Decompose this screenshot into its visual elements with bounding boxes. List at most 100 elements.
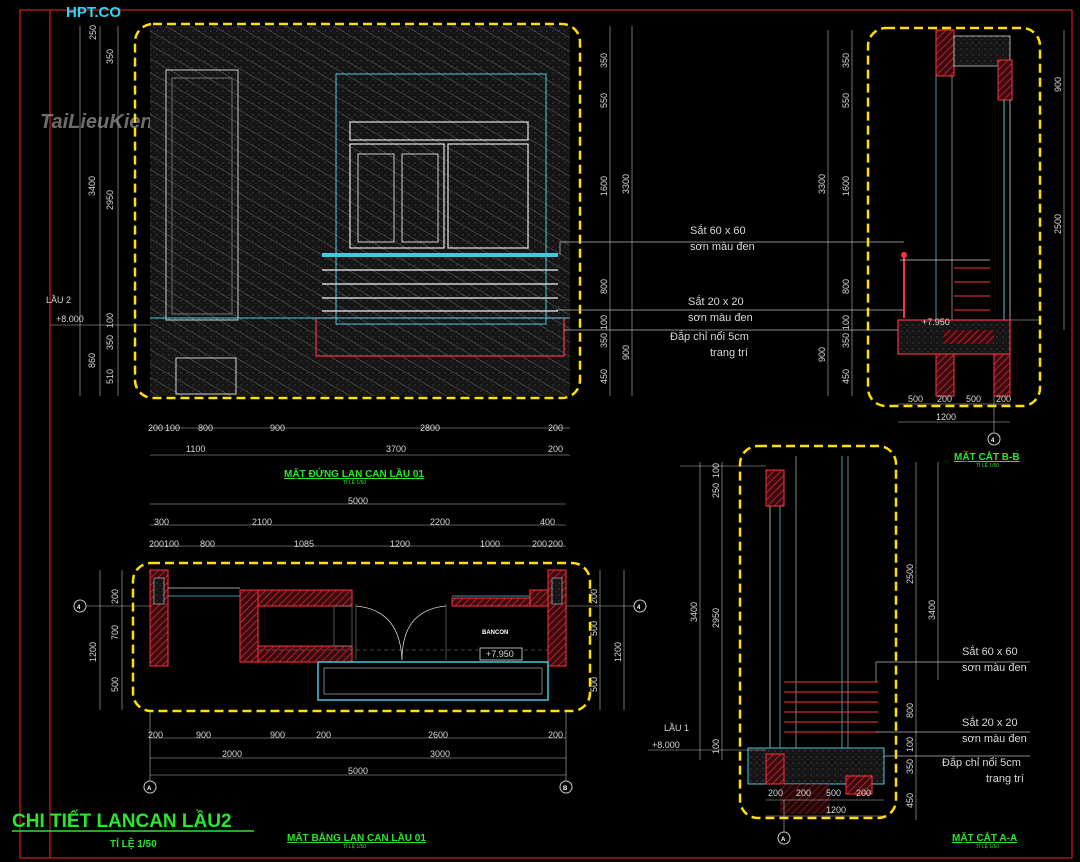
axis-label: A (147, 786, 152, 792)
dim: 900 (196, 730, 211, 740)
dim: 300 (154, 517, 169, 527)
elevation-transom (349, 121, 529, 141)
dim: 100 (165, 423, 180, 433)
dim: 350 (905, 759, 915, 774)
elevation-left-window (165, 69, 239, 321)
dim: 550 (599, 93, 609, 108)
dim: 200 (110, 589, 120, 604)
section-aa-cloud (738, 444, 898, 820)
dim: 100 (599, 315, 609, 330)
axis-label: 4 (637, 605, 641, 611)
elevation-right-dims: 350 550 1600 800 100 350 450 3300 900 (599, 26, 633, 396)
dim: 200 (548, 539, 563, 549)
axis-label: A (781, 837, 786, 843)
section-aa-axis-marker (777, 831, 791, 845)
dim: 1200 (826, 805, 846, 815)
dim: 2100 (252, 517, 272, 527)
dim: 200 (148, 423, 163, 433)
dim: 200 (316, 730, 331, 740)
dim: 2950 (711, 608, 721, 628)
dim: 200 (589, 589, 599, 604)
dim: 1200 (936, 412, 956, 422)
section-aa-view (747, 456, 885, 814)
dim: 860 (87, 353, 97, 368)
plan-axis-a (143, 780, 157, 794)
section-bb-left-dims: 350 550 1600 800 100 350 900 450 3300 (817, 30, 853, 396)
dim: 800 (905, 703, 915, 718)
dim: 700 (110, 625, 120, 640)
dim: 3300 (621, 174, 631, 194)
section-bb-title: MẶT CẮT B-B (954, 450, 1020, 463)
brand-logo: HPT.CO (66, 4, 121, 21)
dim: 100 (711, 739, 721, 754)
dim: 2200 (430, 517, 450, 527)
section-aa-note-steel-60: Sắt 60 x 60 (962, 645, 1018, 658)
dim: 900 (621, 345, 631, 360)
dim: 1100 (186, 444, 205, 454)
elevation-door-left (349, 143, 445, 249)
elevation-level-label: LẦU 2 (46, 295, 71, 305)
dim: 3000 (430, 749, 450, 759)
dim: 350 (105, 335, 115, 350)
dim: 100 (711, 463, 721, 478)
note-steel-60: Sắt 60 x 60 (690, 224, 746, 237)
section-aa-note-steel-20: Sắt 20 x 20 (962, 716, 1018, 729)
section-bb-cloud (866, 26, 1042, 408)
section-bb-scale: TỈ LỆ 1/50 (976, 461, 999, 469)
elevation-notes: Sắt 60 x 60 sơn màu đen Sắt 20 x 20 sơn … (556, 224, 904, 359)
dim: 500 (826, 788, 841, 798)
dim: 200 (768, 788, 783, 798)
axis-label: 4 (991, 438, 995, 444)
elevation-bottom-dims: 200 100 800 900 2800 200 1100 3700 200 (148, 423, 570, 456)
note-decor: trang trí (710, 347, 748, 359)
section-aa-left-dims: 100 250 2950 3400 100 LẦU 1 +8.000 (648, 462, 766, 760)
section-aa-note-paint-2: sơn màu đen (962, 733, 1027, 745)
section-aa-right-dims: 2500 3400 800 100 350 450 (905, 462, 939, 820)
dim: 1600 (841, 176, 851, 196)
dim: 200 (937, 394, 952, 404)
main-title: CHI TIẾT LANCAN LẦU2 (12, 810, 232, 832)
dim: 100 (841, 315, 851, 330)
elevation-door-panel-2 (401, 153, 439, 243)
axis-label: 4 (77, 605, 81, 611)
dim: 200 (996, 394, 1011, 404)
dim: 2500 (1053, 214, 1063, 234)
section-bb-bottom-dims: 500 200 500 200 1200 4 (898, 394, 1011, 446)
elevation-cloud (133, 22, 582, 400)
plan-axis-4-left (73, 599, 87, 613)
plan-bottom-dims: 200 900 900 200 2600 200 2000 3000 5000 … (143, 711, 573, 794)
section-aa-note-molding: Đắp chỉ nổi 5cm (942, 756, 1021, 769)
dim: 450 (841, 369, 851, 384)
dim: 100 (164, 539, 179, 549)
dim: 800 (599, 279, 609, 294)
dim: 5000 (348, 766, 368, 776)
section-bb-axis-marker (987, 432, 1001, 446)
dim: 2800 (420, 423, 440, 433)
plan-room-label: BANCON (482, 630, 508, 636)
section-aa-note-paint-1: sơn màu đen (962, 662, 1027, 674)
section-bb-right-dims: 900 2500 (1053, 30, 1065, 330)
dim: 3400 (927, 600, 937, 620)
note-molding: Đắp chỉ nổi 5cm (670, 330, 749, 343)
dim: 450 (905, 793, 915, 808)
section-aa-notes: Sắt 60 x 60 sơn màu đen Sắt 20 x 20 sơn … (875, 645, 1030, 785)
dim: 350 (841, 53, 851, 68)
dim: 100 (105, 313, 115, 328)
note-paint-2: sơn màu đen (688, 312, 753, 324)
section-aa-level-value: +8.000 (652, 740, 680, 750)
dim: 500 (589, 621, 599, 636)
dim: 500 (908, 394, 923, 404)
dim: 900 (1053, 77, 1063, 92)
elevation-door-frame (335, 73, 547, 325)
dim: 200 (548, 730, 563, 740)
dim: 500 (966, 394, 981, 404)
dim: 450 (599, 369, 609, 384)
plan-level: +7.950 (486, 649, 514, 659)
plan-axis-b (559, 780, 573, 794)
dim: 200 (856, 788, 871, 798)
dim: 900 (270, 423, 285, 433)
dim: 3400 (87, 176, 97, 196)
dim: 2500 (905, 564, 915, 584)
dim: 350 (599, 53, 609, 68)
dim: 250 (88, 25, 98, 40)
